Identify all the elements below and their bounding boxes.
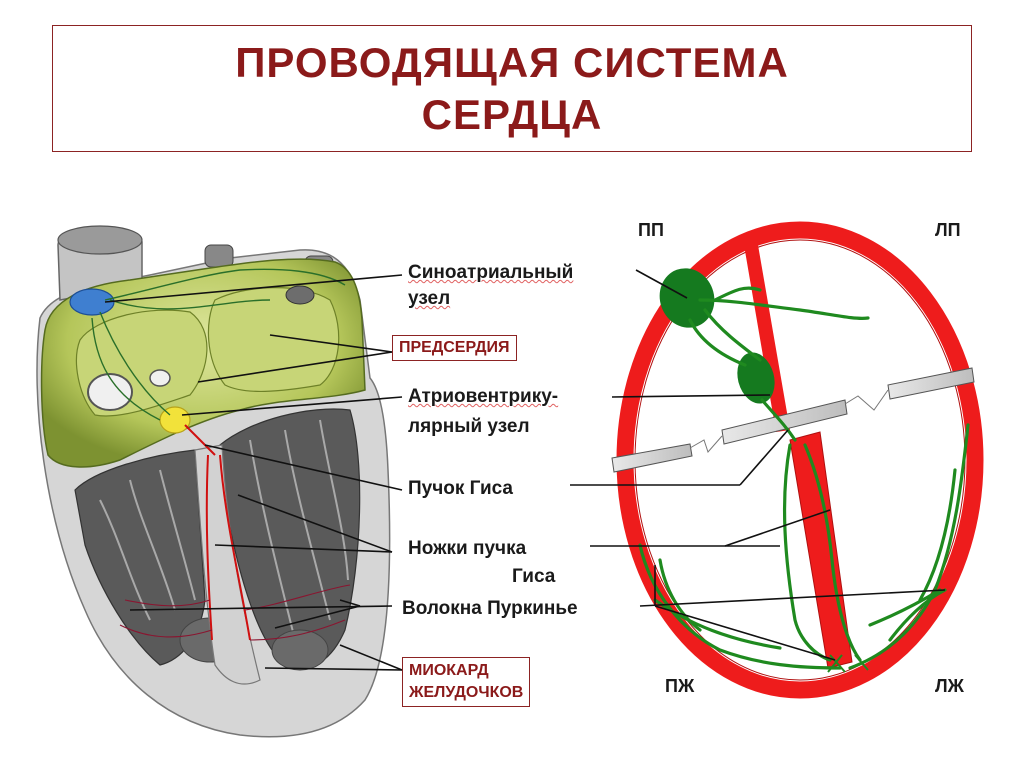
myocardium-label-line2: ЖЕЛУДОЧКОВ (409, 684, 524, 701)
chamber-label-left-ventricle: ЛЖ (935, 676, 964, 696)
his-bundle-label: Пучок Гиса (408, 478, 513, 499)
atria-label: ПРЕДСЕРДИЯ (392, 335, 517, 361)
heart-illustration (36, 225, 391, 738)
myocardium-label-line1: МИОКАРД (409, 662, 489, 679)
page-title-line2: СЕРДЦА (421, 90, 603, 138)
bundle-branches-label-line1: Ножки пучка (408, 538, 527, 559)
schematic-leader-lines (570, 269, 946, 661)
purkinje-label: Волокна Пуркинье (402, 598, 578, 619)
chamber-label-left-atrium: ЛП (935, 220, 961, 240)
sa-node-label-line2: узел (408, 288, 451, 309)
title-box: ПРОВОДЯЩАЯ СИСТЕМА СЕРДЦА (52, 25, 972, 152)
chamber-label-right-atrium: ПП (638, 220, 664, 240)
bundle-branches-label-line2: Гиса (512, 566, 556, 587)
av-node-label-line1: Атриовентрику- (408, 386, 559, 407)
myocardium-label: МИОКАРД ЖЕЛУДОЧКОВ (402, 657, 531, 707)
page-title-line1: ПРОВОДЯЩАЯ СИСТЕМА (235, 38, 789, 86)
schematic-av-node (737, 352, 775, 404)
ventricular-septum (789, 431, 853, 669)
conduction-schematic (611, 221, 984, 699)
av-node-label-line2: лярный узел (408, 416, 530, 437)
sa-node-label-line1: Синоатриальный (408, 262, 574, 283)
leader-lines (104, 274, 403, 671)
chamber-label-right-ventricle: ПЖ (665, 676, 695, 696)
